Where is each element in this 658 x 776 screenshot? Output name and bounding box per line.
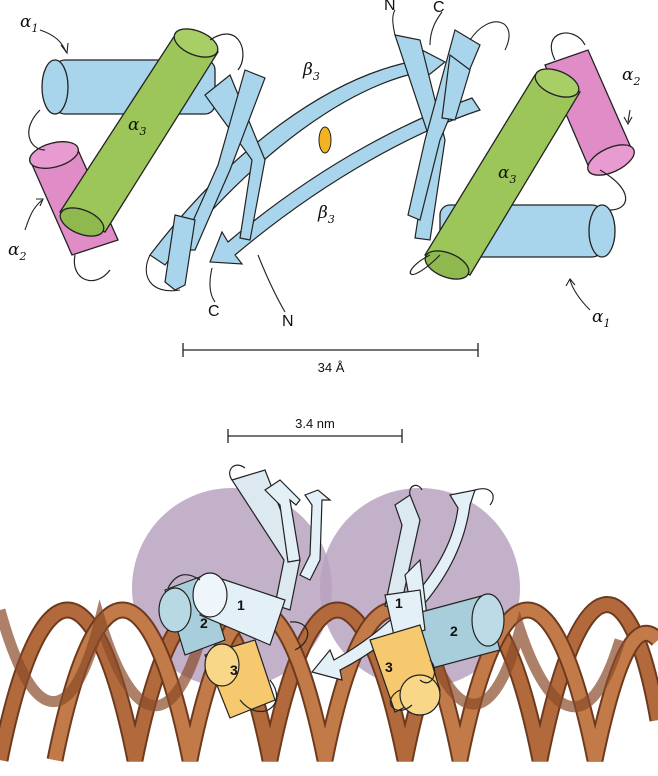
label-top-c-terminus: C bbox=[433, 0, 445, 16]
label-top-n-terminus: N bbox=[384, 0, 396, 14]
top-panel: α1 α3 α2 β3 β3 α3 α2 α1 N C C N 34 Å bbox=[8, 0, 640, 375]
scale-label-nm: 3.4 nm bbox=[295, 416, 335, 431]
scale-label-angstrom: 34 Å bbox=[318, 360, 345, 375]
left-monomer bbox=[27, 23, 243, 280]
label-left-helix-3: 3 bbox=[230, 662, 238, 678]
label-upper-beta3: β3 bbox=[302, 60, 320, 83]
label-left-helix-1: 1 bbox=[237, 597, 245, 613]
label-lower-beta3: β3 bbox=[317, 203, 335, 226]
label-left-alpha1: α1 bbox=[20, 12, 38, 35]
label-bottom-n-terminus: N bbox=[282, 313, 294, 330]
label-right-helix-2: 2 bbox=[450, 623, 458, 639]
twofold-axis-symbol bbox=[319, 127, 331, 153]
label-right-alpha2: α2 bbox=[622, 65, 640, 88]
scale-bar-angstrom: 34 Å bbox=[183, 343, 478, 375]
bottom-panel: 3.4 nm bbox=[0, 416, 658, 760]
label-left-helix-2: 2 bbox=[200, 615, 208, 631]
label-bottom-c-terminus: C bbox=[208, 303, 220, 320]
label-right-helix-1: 1 bbox=[395, 595, 403, 611]
label-left-alpha2: α2 bbox=[8, 240, 26, 263]
label-right-helix-3: 3 bbox=[385, 659, 393, 675]
label-right-alpha1: α1 bbox=[592, 307, 610, 330]
scale-bar-nm: 3.4 nm bbox=[228, 416, 402, 443]
